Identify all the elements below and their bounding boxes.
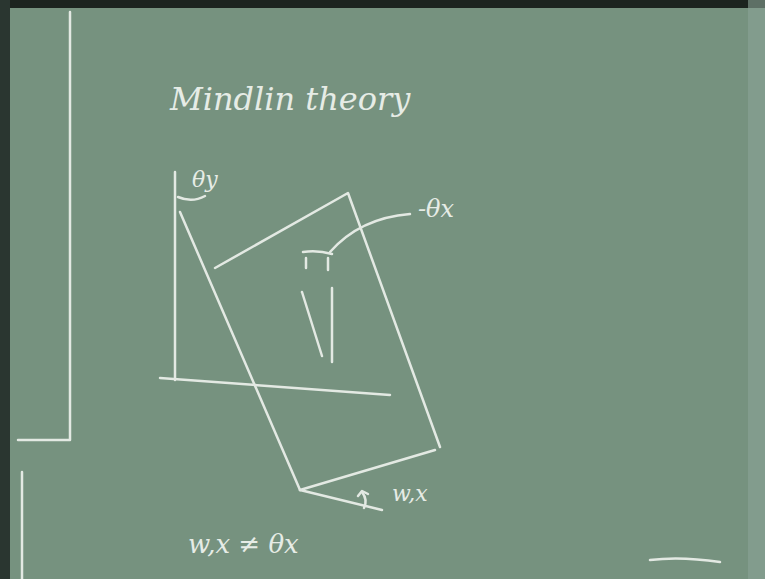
angle-arc — [362, 492, 366, 508]
arrow-head — [358, 491, 368, 496]
leader-line — [330, 214, 410, 252]
board-left-edge — [0, 0, 10, 579]
element-outline — [215, 193, 440, 447]
chalk-scribble — [650, 558, 720, 562]
vertical-reference — [331, 288, 334, 362]
chalk-label: θy — [192, 168, 218, 192]
frame-line — [18, 12, 70, 440]
chalk-label: -θx — [418, 196, 454, 222]
rotated-line — [302, 292, 322, 356]
board-right-edge — [748, 0, 765, 579]
vertical-axis — [174, 172, 177, 380]
tangent-line — [300, 490, 382, 510]
chalk-label: w,x — [392, 482, 428, 506]
board-top-edge — [0, 0, 765, 8]
board-title: Mindlin theory — [170, 82, 410, 117]
horizontal-axis — [160, 378, 390, 395]
chalk-label: w,x ≠ θx — [188, 530, 299, 559]
angle-arc — [178, 196, 205, 200]
frame-line — [21, 472, 24, 579]
small-mark — [303, 251, 332, 270]
